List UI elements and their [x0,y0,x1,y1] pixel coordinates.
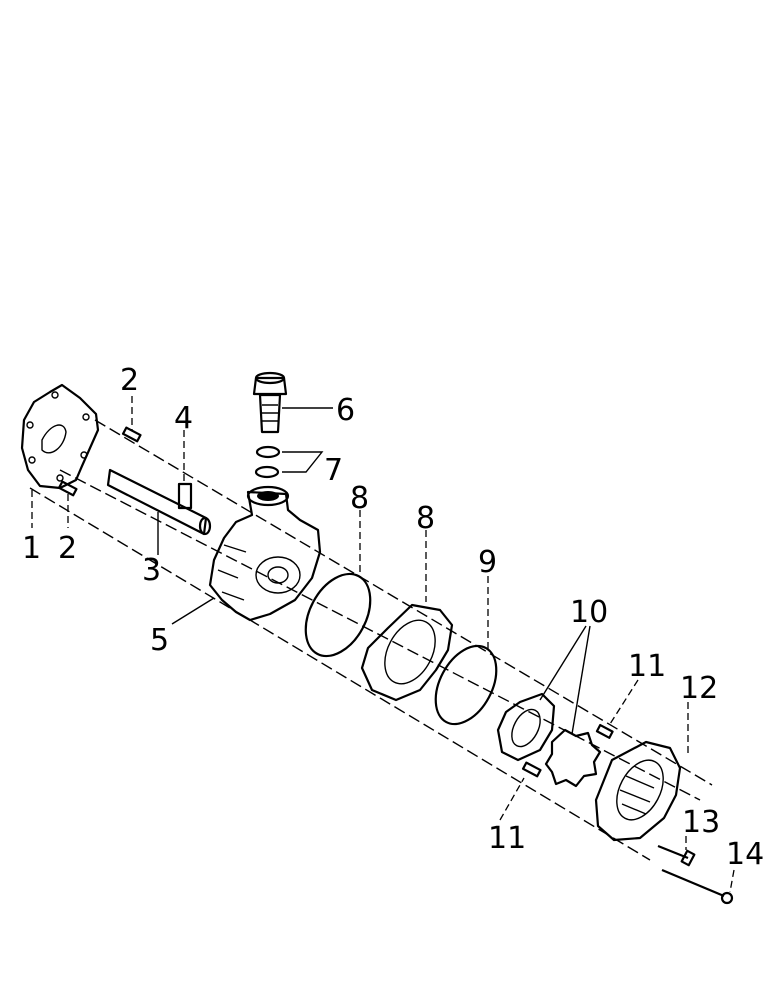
outer-rotor-part-10 [496,692,556,762]
callout-6: 6 [336,393,355,428]
callout-4: 4 [174,401,193,436]
assembly-axis-lines [29,419,713,861]
inner-gear-part-10 [544,728,602,788]
callout-leader-lines [31,396,735,893]
long-bolt-part-14 [661,868,734,905]
callout-11-upper: 11 [628,649,666,684]
dowel-pin-lower-part-2 [57,480,78,497]
callout-12: 12 [680,671,718,706]
pump-body-part-5 [208,485,322,622]
shaft-key-part-4 [177,482,193,510]
callout-13: 13 [682,805,720,840]
o-ring-right-part-8 [434,644,498,726]
end-cover-plate-part-1 [20,383,100,490]
gear-housing-ring-part-9 [360,603,454,702]
valve-seal-rings-part-7 [254,445,324,479]
locating-pin-lower-part-11 [521,761,542,778]
callout-8-left: 8 [350,481,369,516]
rear-end-cover-part-12 [594,740,682,842]
callout-2-lower: 2 [58,531,77,566]
callout-3: 3 [142,553,161,588]
callout-2-upper: 2 [120,363,139,398]
callout-11-lower: 11 [488,821,526,856]
dowel-pin-upper-part-2 [121,426,142,443]
relief-valve-part-6 [252,371,333,434]
callout-labels: 1 2 2 3 4 5 6 7 8 8 9 10 11 11 12 13 14 [22,363,764,872]
callout-10: 10 [570,595,608,630]
locating-pin-upper-part-11 [595,723,614,739]
short-bolt-part-13 [657,844,696,867]
callout-1: 1 [22,531,41,566]
callout-5: 5 [150,623,169,658]
drive-shaft-part-3 [106,468,212,536]
callout-9: 8 [416,501,435,536]
callout-14: 14 [726,837,764,872]
callout-7: 7 [324,453,343,488]
callout-8-right: 9 [478,545,497,580]
o-ring-left-part-8 [304,572,372,658]
